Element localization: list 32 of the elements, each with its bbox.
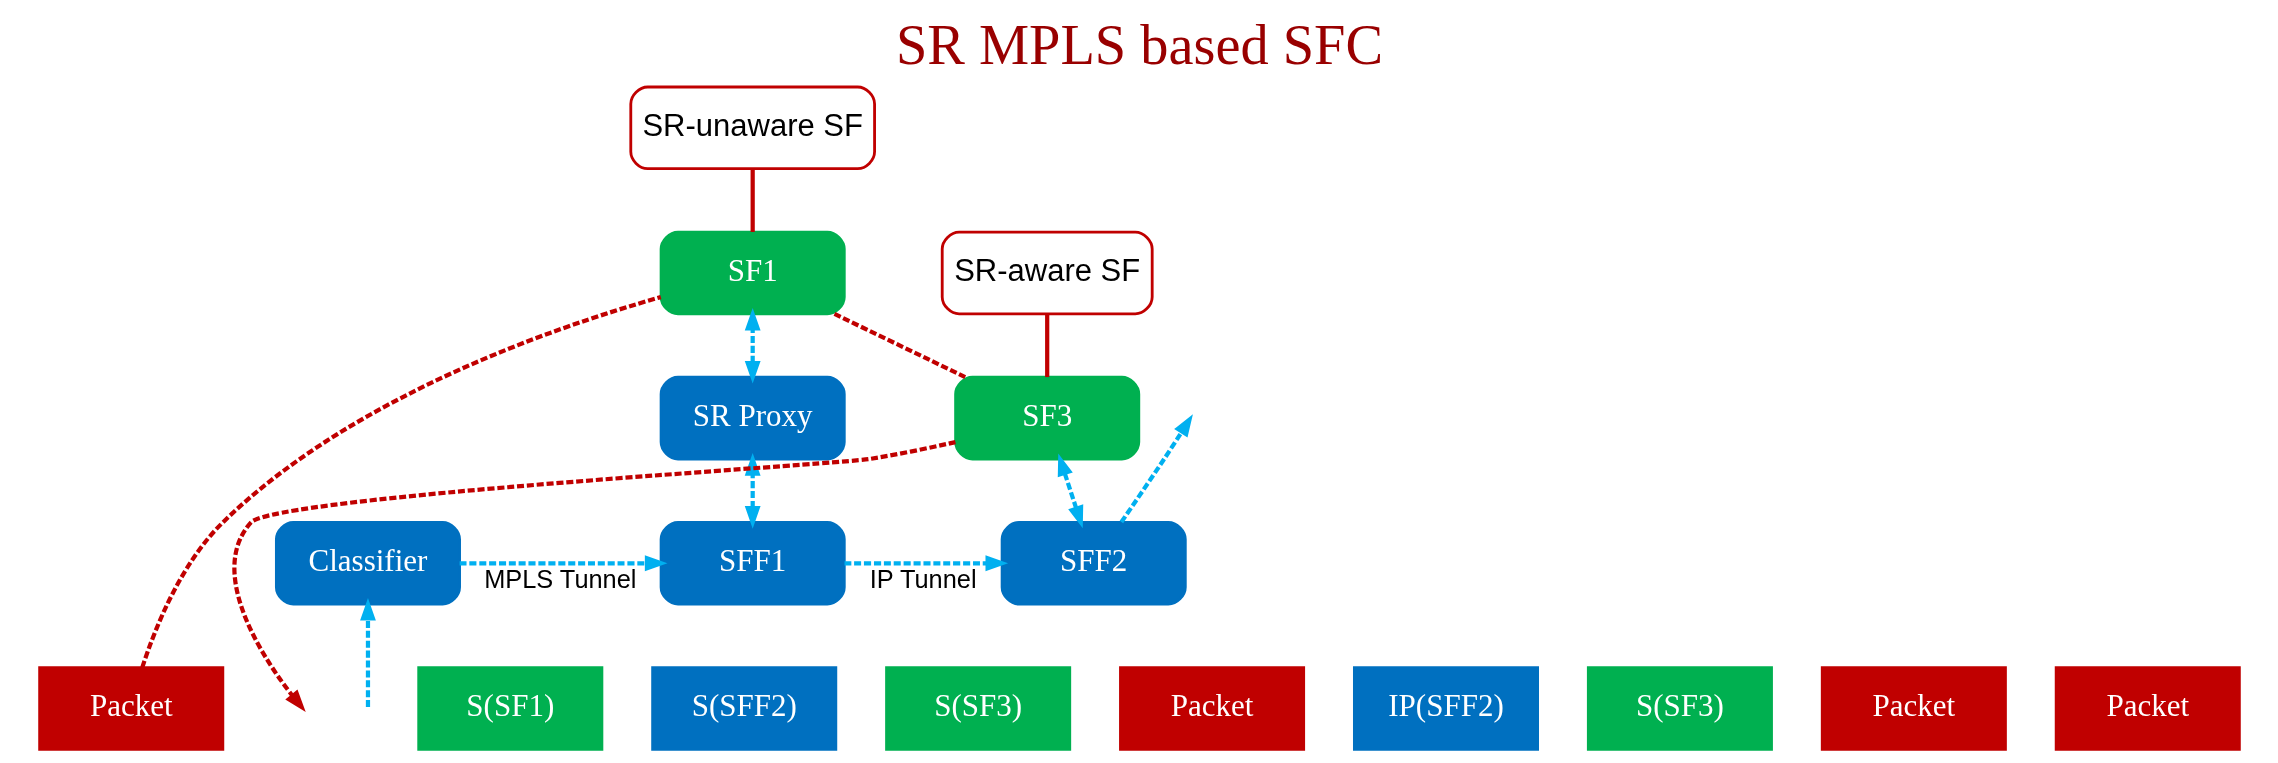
node-box: SR Proxy [659, 375, 846, 461]
arrow [359, 598, 376, 707]
node-box: S(SFF2) [650, 666, 837, 751]
node-box: S(SF1) [416, 666, 603, 751]
node-box: Classifier [274, 521, 461, 606]
arrow [1057, 453, 1083, 529]
node-box: SR-aware SF [940, 230, 1154, 316]
arrow [744, 453, 761, 529]
node-box: IP(SFF2) [1352, 666, 1539, 751]
node-box: S(SF3) [1586, 666, 1773, 751]
node-box: Packet [1118, 666, 1305, 751]
connector [139, 295, 661, 669]
arrow [744, 307, 761, 384]
arrow [459, 555, 667, 572]
node-box: SF3 [953, 375, 1140, 461]
node-box: S(SF3) [884, 666, 1071, 751]
connector [1044, 314, 1049, 378]
edge-label: IP Tunnel [869, 564, 977, 593]
node-box: SFF1 [659, 521, 846, 606]
node-box: SR-unaware SF [628, 85, 876, 171]
diagram-title: SR MPLS based SFC [895, 14, 1383, 77]
arrow [844, 555, 1008, 572]
node-box: Packet [2054, 666, 2241, 751]
node-box: SFF2 [1000, 521, 1187, 606]
arrow [231, 440, 956, 712]
edge-label: MPLS Tunnel [483, 564, 636, 593]
node-box: Packet [37, 666, 224, 751]
arrow [1119, 414, 1193, 524]
connector [833, 312, 966, 380]
node-box: Packet [1820, 666, 2007, 751]
connector [750, 169, 755, 232]
node-box: SF1 [659, 230, 846, 316]
